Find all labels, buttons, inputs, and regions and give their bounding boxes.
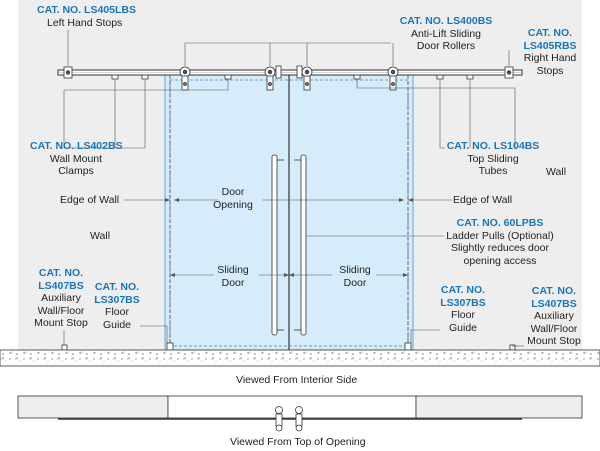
cat-ls307bs-right-line1: CAT. NO. <box>440 284 486 296</box>
callout-anti-lift-rollers: CAT. NO. LS400BS Anti-Lift Sliding Door … <box>386 15 506 53</box>
callout-right-hand-stops: CAT. NO. LS405RBS Right Hand Stops <box>517 27 583 77</box>
label-auxiliary-left: Auxiliary <box>41 292 81 304</box>
label-door-rollers: Door Rollers <box>416 40 476 52</box>
label-guide-left: Guide <box>102 318 132 331</box>
label-slightly-reduces: Slightly reduces door <box>450 242 550 254</box>
callout-floor-guide-right: CAT. NO. LS307BS Floor Guide <box>434 284 492 334</box>
label-top-sliding: Top Sliding <box>467 152 519 165</box>
label-opening: Opening <box>213 198 253 211</box>
cat-ls407bs-left-line2: LS407BS <box>38 279 84 292</box>
cat-ls407bs-right-line1: CAT. NO. <box>531 285 577 297</box>
label-wall-floor-left: Wall/Floor <box>37 304 85 317</box>
callout-floor-guide-left: CAT. NO. LS307BS Floor Guide <box>88 281 146 331</box>
label-door-left: Door <box>221 276 245 289</box>
top-view <box>17 395 583 432</box>
cat-60lpbs: CAT. NO. 60LPBS <box>456 217 544 229</box>
top-view-opening <box>167 395 417 419</box>
floor-guide-left <box>166 342 174 351</box>
caption-top-view: Viewed From Top of Opening <box>230 436 366 448</box>
floor-guide-right <box>404 342 412 351</box>
label-mount-stop-right: Mount Stop <box>527 335 581 347</box>
label-right-hand: Right Hand <box>523 52 577 64</box>
callout-aux-mount-stop-right: CAT. NO. LS407BS Auxiliary Wall/Floor Mo… <box>521 285 587 348</box>
right-hand-stop <box>504 66 514 79</box>
top-sliding-tube <box>57 69 523 76</box>
cat-ls400bs: CAT. NO. LS400BS <box>399 15 493 27</box>
label-mount-stop-left: Mount Stop <box>34 317 88 329</box>
label-sliding-door-right: Sliding Door <box>330 264 380 289</box>
cat-ls104bs: CAT. NO. LS104BS <box>446 140 540 152</box>
label-sliding-door-left: Sliding Door <box>208 264 258 289</box>
label-stops: Stops <box>536 64 564 77</box>
leader-lines <box>63 30 524 347</box>
label-wall-left: Wall <box>90 230 111 242</box>
aux-mount-stop-left <box>61 344 68 351</box>
top-view-wall-right <box>415 395 583 419</box>
cat-ls405rbs-line2: LS405RBS <box>523 39 577 52</box>
caption-interior-view: Viewed From Interior Side <box>236 374 358 386</box>
label-auxiliary-right: Auxiliary <box>534 310 574 322</box>
label-sliding-right: Sliding <box>339 264 371 276</box>
callout-ladder-pulls: CAT. NO. 60LPBS Ladder Pulls (Optional) … <box>440 217 560 267</box>
callout-top-sliding-tubes: CAT. NO. LS104BS Top Sliding Tubes <box>440 140 546 178</box>
door-roller-right-1 <box>301 66 313 91</box>
label-opening-access: opening access <box>463 254 537 267</box>
left-glass-panel <box>164 74 290 351</box>
cat-ls402bs: CAT. NO. LS402BS <box>30 140 123 152</box>
cat-ls307bs-left-line2: LS307BS <box>94 293 140 306</box>
label-floor-left: Floor <box>105 306 129 318</box>
right-glass-panel <box>288 74 414 351</box>
label-wall-right: Wall <box>546 166 567 178</box>
label-ladder-pulls: Ladder Pulls (Optional) <box>446 229 554 242</box>
cat-ls407bs-left-line1: CAT. NO. <box>38 267 84 279</box>
label-sliding-left: Sliding <box>217 264 249 276</box>
top-view-wall-left <box>17 395 169 419</box>
floor-slab <box>0 349 600 367</box>
left-hand-stop <box>63 66 73 79</box>
label-door-opening: Door Opening <box>206 186 260 211</box>
cat-ls307bs-right-line2: LS307BS <box>440 296 486 309</box>
door-roller-right-2 <box>387 66 399 91</box>
label-edge-of-wall-right: Edge of Wall <box>453 194 513 206</box>
callout-left-hand-stops: CAT. NO. LS405LBS Left Hand Stops <box>37 4 136 29</box>
wall-mount-clamps <box>111 74 474 80</box>
door-roller-left-1 <box>179 66 191 91</box>
label-door-right: Door <box>343 276 367 289</box>
center-roller-stops <box>275 65 303 79</box>
door-roller-left-2 <box>264 66 276 91</box>
label-clamps: Clamps <box>58 165 94 177</box>
label-wall-mount: Wall Mount <box>49 152 103 165</box>
callout-wall-mount-clamps: CAT. NO. LS402BS Wall Mount Clamps <box>30 140 123 178</box>
label-guide-right: Guide <box>448 321 478 334</box>
label-edge-of-wall-left: Edge of Wall <box>60 194 120 206</box>
leader-arrowheads <box>165 198 413 277</box>
cat-ls407bs-right-line2: LS407BS <box>531 297 577 310</box>
cat-ls307bs-left-line1: CAT. NO. <box>94 281 140 293</box>
callout-aux-mount-stop-left: CAT. NO. LS407BS Auxiliary Wall/Floor Mo… <box>28 267 94 330</box>
top-view-rollers <box>275 406 303 432</box>
cat-ls405lbs: CAT. NO. LS405LBS <box>37 4 136 16</box>
label-floor-right: Floor <box>451 309 475 321</box>
label-anti-lift: Anti-Lift Sliding <box>410 27 482 40</box>
label-left-hand-stops: Left Hand Stops <box>47 16 123 29</box>
cat-ls405rbs-line1: CAT. NO. <box>527 27 573 39</box>
label-tubes: Tubes <box>478 165 508 177</box>
label-door: Door <box>221 186 245 198</box>
label-wall-floor-right: Wall/Floor <box>530 322 578 335</box>
